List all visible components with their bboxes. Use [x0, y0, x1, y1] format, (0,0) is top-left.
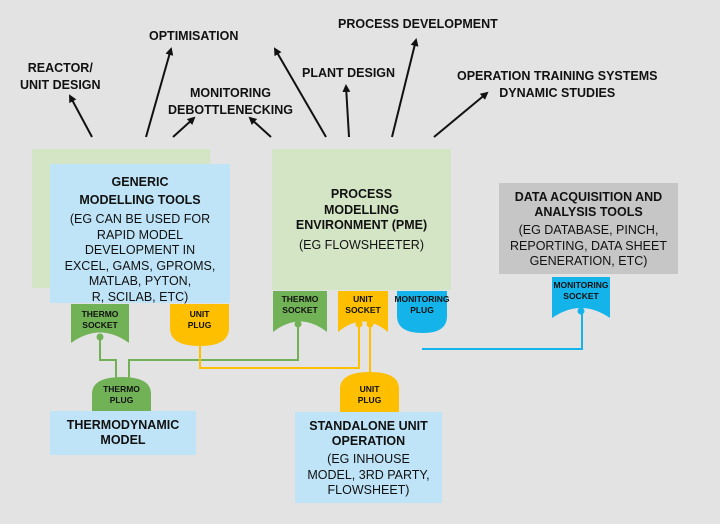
connector-line: SOCKET [82, 320, 118, 330]
desc-line: R, SCILAB, ETC) [91, 289, 189, 304]
arrow-plant-design-diag [273, 47, 327, 138]
outcome-line: REACTOR/ [27, 61, 93, 75]
generic-box-description: (EG CAN BE USED FOR RAPID MODEL DEVELOPM… [50, 212, 230, 305]
standalone-unit-plug[interactable]: UNIT PLUG [340, 384, 399, 406]
title-line: ENVIRONMENT (PME) [295, 218, 428, 232]
pme-unit-socket[interactable]: UNIT SOCKET [338, 294, 388, 316]
pme-box-description: (EG FLOWSHEETER) [272, 237, 451, 254]
arrow-reactor [69, 94, 93, 138]
pme-thermo-socket[interactable]: THERMO SOCKET [273, 294, 327, 316]
desc-line: MATLAB, PYTON, [88, 274, 192, 288]
pme-monitoring-plug-shape [397, 291, 447, 333]
pme-unit-socket-pin-1 [355, 320, 363, 328]
data-monitoring-socket-pin [577, 307, 585, 315]
connector-line: SOCKET [563, 291, 599, 301]
desc-line: REPORTING, DATA SHEET [510, 238, 667, 253]
standalone-description: (EG INHOUSE MODEL, 3RD PARTY, FLOWSHEET) [295, 452, 442, 499]
outcome-reactor-unit-design: REACTOR/ UNIT DESIGN [20, 60, 101, 94]
data-acquisition-box[interactable]: DATA ACQUISITION AND ANALYSIS TOOLS (EG … [499, 183, 678, 274]
arrow-monitoring-right [248, 116, 272, 138]
generic-box-title: GENERIC MODELLING TOOLS [50, 173, 230, 209]
arrow-operation [433, 91, 489, 138]
unit-wire-generic [199, 325, 360, 369]
desc-line: DEVELOPMENT IN [84, 243, 196, 257]
thermo-plug-shape [92, 377, 151, 411]
desc-line: (EG FLOWSHEETER) [298, 237, 424, 252]
connector-line: PLUG [187, 320, 212, 330]
connector-line: THERMO [281, 294, 319, 304]
connector-line: PLUG [357, 395, 382, 405]
thermo-wire-generic [99, 337, 117, 378]
thermo-wire-pme [128, 325, 299, 378]
arrow-optimisation [145, 47, 174, 138]
arrow-plant-design [342, 84, 351, 138]
title-line: MODEL [100, 433, 146, 447]
outcome-operation-training-dynamic: OPERATION TRAINING SYSTEMS DYNAMIC STUDI… [457, 68, 657, 102]
title-line: MODELLING [324, 202, 399, 217]
process-modelling-environment-box[interactable]: PROCESS MODELLING ENVIRONMENT (PME) (EG … [272, 149, 451, 290]
pme-thermo-socket-shape [273, 291, 327, 332]
data-box-title: DATA ACQUISITION AND ANALYSIS TOOLS [499, 190, 678, 220]
connector-line: THERMO [81, 309, 119, 319]
desc-line: MODEL, 3RD PARTY, [307, 467, 430, 482]
connector-line: SOCKET [282, 305, 318, 315]
outcome-plant-design: PLANT DESIGN [302, 66, 396, 80]
title-line: STANDALONE UNIT [309, 419, 428, 433]
pme-thermo-socket-pin [294, 320, 302, 328]
data-monitoring-socket[interactable]: MONITORING SOCKET [548, 280, 614, 302]
outcome-optimisation: OPTIMISATION [149, 29, 239, 43]
title-line: GENERIC [111, 175, 169, 189]
desc-line: EXCEL, GAMS, GPROMS, [64, 258, 216, 273]
data-box-description: (EG DATABASE, PINCH, REPORTING, DATA SHE… [499, 223, 678, 270]
desc-line: (EG CAN BE USED FOR [69, 212, 211, 226]
pme-unit-socket-shape [338, 291, 388, 332]
desc-line: GENERATION, ETC) [529, 254, 648, 268]
pme-monitoring-plug[interactable]: MONITORING PLUG [392, 294, 452, 316]
generic-unit-plug-shape [170, 304, 229, 346]
connector-line: PLUG [109, 395, 134, 405]
standalone-unit-plug-shape [340, 372, 399, 412]
outcome-line: MONITORING [189, 86, 272, 100]
pme-box-title: PROCESS MODELLING ENVIRONMENT (PME) [272, 187, 451, 234]
desc-line: (EG INHOUSE [327, 452, 410, 466]
connector-line: THERMO [103, 384, 140, 394]
outcome-monitoring-debottlenecking: MONITORING DEBOTTLENECKING [168, 85, 293, 119]
standalone-title: STANDALONE UNIT OPERATION [295, 419, 442, 449]
connector-line: MONITORING [553, 280, 609, 290]
arrow-monitoring-left [172, 116, 196, 138]
connector-line: PLUG [410, 305, 434, 315]
generic-thermo-socket[interactable]: THERMO SOCKET [71, 309, 129, 331]
connector-line: UNIT [359, 384, 380, 394]
desc-line: RAPID MODEL [96, 227, 184, 242]
pme-unit-socket-pin-2 [366, 320, 374, 328]
title-line: OPERATION [331, 434, 406, 448]
outcome-process-development: PROCESS DEVELOPMENT [338, 17, 498, 31]
outcome-line: UNIT DESIGN [20, 78, 101, 92]
data-monitoring-socket-shape [552, 277, 610, 318]
standalone-unit-operation-box[interactable]: STANDALONE UNIT OPERATION (EG INHOUSE MO… [295, 412, 442, 503]
desc-line: FLOWSHEET) [327, 483, 410, 497]
thermo-model-title: THERMODYNAMIC MODEL [50, 418, 196, 448]
title-line: PROCESS [330, 187, 393, 201]
generic-thermo-socket-shape [71, 304, 129, 343]
generic-modelling-tools-box[interactable]: GENERIC MODELLING TOOLS (EG CAN BE USED … [50, 164, 230, 305]
desc-line: (EG DATABASE, PINCH, [518, 223, 659, 237]
connector-line: SOCKET [345, 305, 381, 315]
arrow-process-development [391, 38, 419, 138]
title-line: ANALYSIS TOOLS [534, 205, 643, 219]
generic-unit-plug[interactable]: UNIT PLUG [170, 309, 229, 331]
outcome-line: OPERATION TRAINING SYSTEMS [457, 69, 658, 83]
title-line: THERMODYNAMIC [66, 418, 180, 432]
connector-line: MONITORING [394, 294, 450, 304]
generic-thermo-socket-pin [96, 333, 104, 341]
outcome-line: DYNAMIC STUDIES [499, 86, 616, 100]
thermo-plug[interactable]: THERMO PLUG [92, 384, 151, 406]
outcome-line: DEBOTTLENECKING [168, 103, 293, 117]
connector-line: UNIT [353, 294, 373, 304]
connector-line: UNIT [189, 309, 210, 319]
title-line: DATA ACQUISITION AND [514, 190, 663, 204]
thermodynamic-model-box[interactable]: THERMODYNAMIC MODEL [50, 411, 196, 455]
monitoring-wire [422, 312, 583, 350]
title-line: MODELLING TOOLS [79, 193, 201, 207]
